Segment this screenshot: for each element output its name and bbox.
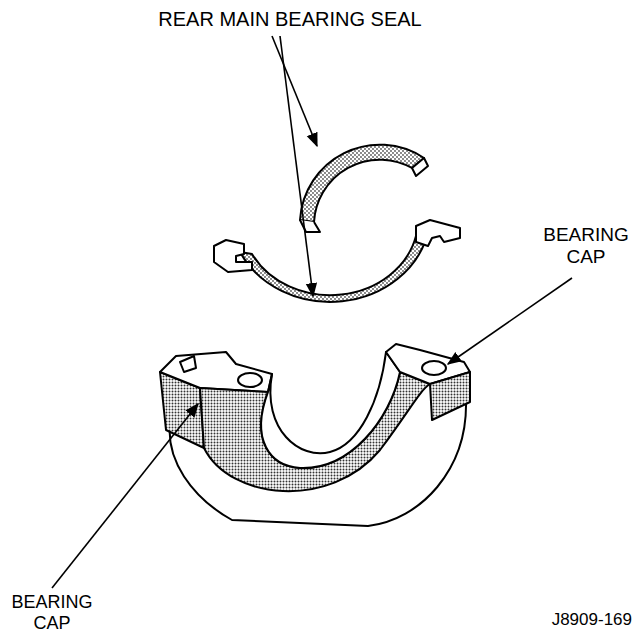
part-label: REAR MAIN BEARING SEAL bbox=[100, 8, 480, 31]
lower-seal-right-tab bbox=[416, 220, 460, 246]
bolt-hole bbox=[238, 373, 262, 387]
bearing-cap-saddle-groove bbox=[261, 352, 400, 468]
part-label: BEARING CAP bbox=[2, 592, 102, 633]
figure-number: J8909-169 bbox=[496, 610, 632, 630]
bolt-hole bbox=[422, 361, 446, 375]
leader-line bbox=[272, 36, 317, 146]
leader-line bbox=[52, 404, 198, 588]
lower-seal-left-tab bbox=[214, 240, 252, 272]
upper-seal-end bbox=[412, 158, 428, 176]
lower-seal bbox=[240, 232, 428, 302]
bearing-cap-notch bbox=[180, 356, 196, 372]
upper-seal bbox=[300, 145, 424, 222]
bearing-cap-left-top bbox=[160, 352, 272, 392]
part-label: BEARING CAP bbox=[536, 224, 636, 268]
leader-line bbox=[448, 278, 572, 364]
leader-line bbox=[280, 36, 313, 296]
bearing-cap-right-front bbox=[430, 372, 470, 420]
